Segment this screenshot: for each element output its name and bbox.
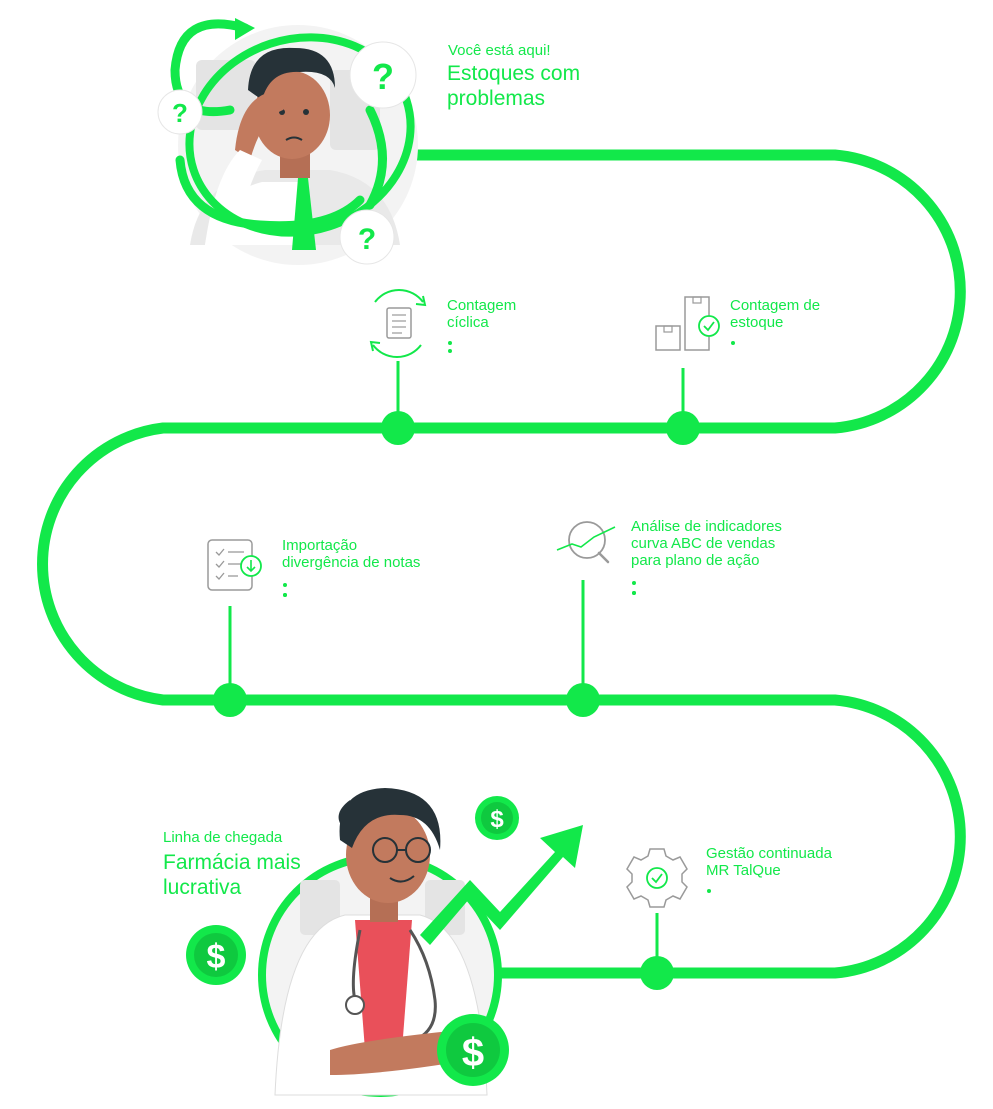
boxes-check-icon [655, 296, 720, 351]
worried-man-illustration: ? ? ? [157, 18, 418, 265]
step-node-contagem-ciclica [381, 361, 415, 445]
cycle-count-icon [369, 289, 427, 358]
step-title-line1: Contagem [447, 297, 517, 314]
step-title-line2: curva ABC de vendas [631, 535, 776, 552]
step-bullet-list [447, 336, 607, 353]
start-title-line1: Estoques com [447, 62, 581, 85]
step-node-analise [566, 580, 600, 717]
dollar-sign: $ [490, 806, 504, 833]
question-mark: ? [172, 98, 188, 128]
question-mark: ? [358, 223, 376, 256]
trend-up-arrow-icon [420, 825, 583, 945]
step-title-line2: MR TalQue [706, 862, 781, 879]
checklist-download-icon [207, 539, 262, 591]
step-title-line1: Contagem de [730, 297, 821, 314]
step-bullet-list [730, 336, 850, 345]
question-bubble-left: ? [157, 89, 203, 135]
finish-title-line2: lucrativa [163, 876, 242, 899]
happy-doctor-illustration: $ $ $ [186, 788, 583, 1097]
question-mark: ? [372, 56, 394, 97]
step-title-line2: cíclica [447, 314, 489, 331]
step-bullet-list [282, 578, 422, 597]
finish-subtitle: Linha de chegada [163, 829, 283, 846]
step-title-line1: Análise de indicadores [631, 518, 782, 535]
step-bullet-list [631, 576, 771, 595]
magnifier-chart-icon [556, 521, 616, 564]
step-node-gestao [640, 913, 674, 990]
question-bubble-bottom: ? [339, 209, 395, 265]
step-node-importacao [213, 606, 247, 717]
step-bullet-list [706, 884, 836, 893]
step-title-line1: Importação [282, 537, 358, 554]
roadmap-path [37, 149, 966, 979]
dollar-sign: $ [462, 1031, 484, 1075]
step-title-line2: divergência de notas [282, 554, 421, 571]
question-bubble-top-right: ? [349, 41, 417, 109]
step-title-line2: estoque [730, 314, 784, 331]
step-title-line1: Gestão continuada [706, 845, 832, 862]
dollar-coin-icon: $ [475, 796, 519, 840]
start-subtitle: Você está aqui! [448, 42, 551, 59]
finish-title-line1: Farmácia mais [163, 851, 301, 874]
start-title-line2: problemas [447, 87, 546, 110]
step-node-contagem-estoque [666, 368, 700, 445]
step-title-line3: para plano de ação [631, 552, 760, 569]
dollar-sign: $ [207, 938, 226, 976]
gear-check-icon [626, 848, 688, 908]
dollar-coin-icon: $ [437, 1014, 509, 1086]
dollar-coin-icon: $ [186, 925, 246, 985]
